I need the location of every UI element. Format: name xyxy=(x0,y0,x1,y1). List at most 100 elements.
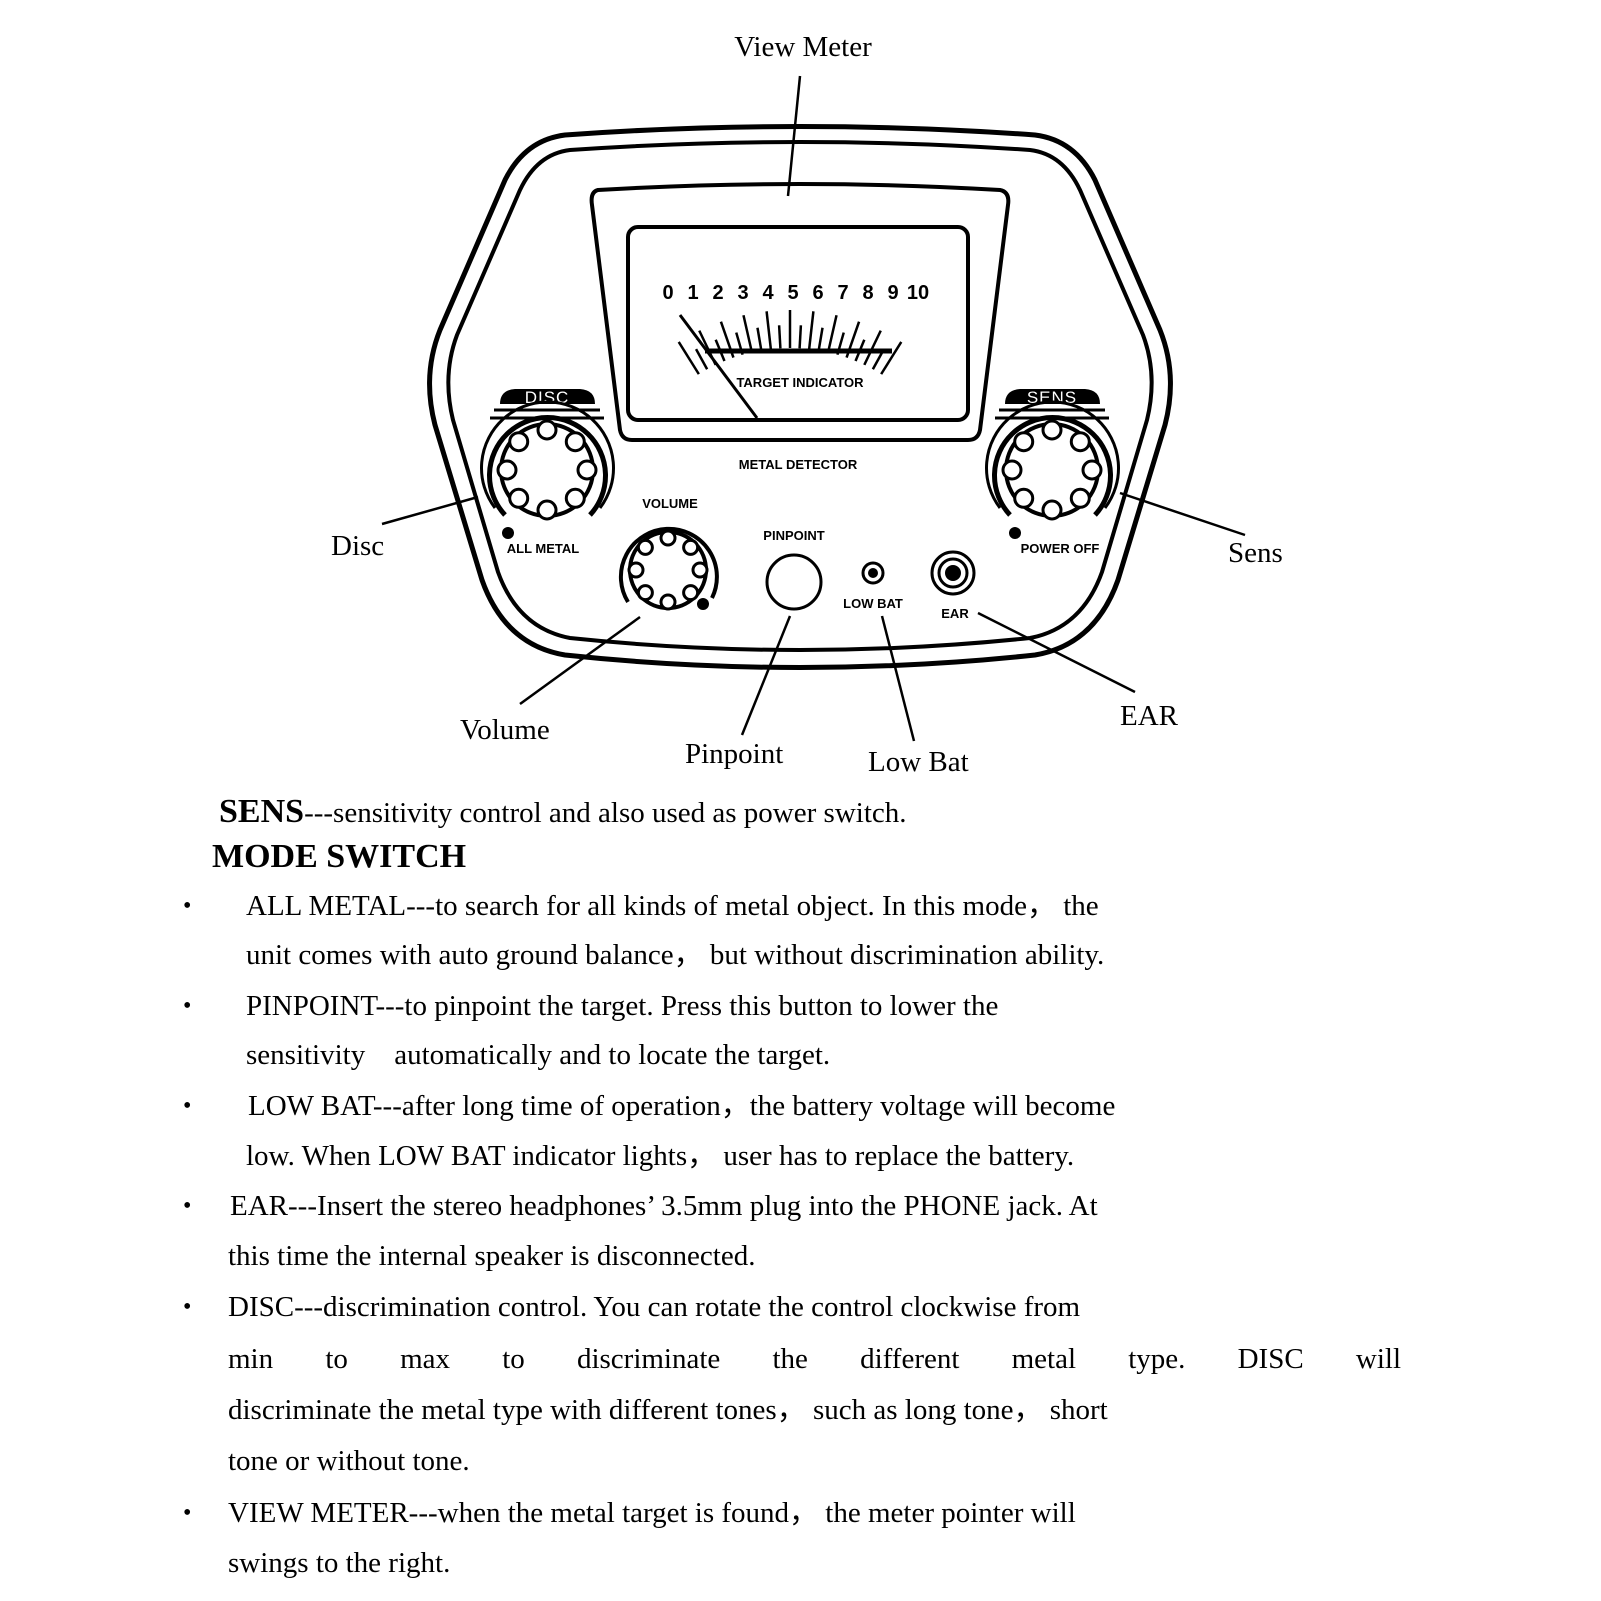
knob-grip-notch xyxy=(1001,459,1023,481)
knob-grip-notch xyxy=(682,584,700,602)
all-metal-dot-icon xyxy=(502,527,514,539)
knob-grip-notch xyxy=(564,487,586,509)
disc-line-3: discriminate the metal type with differe… xyxy=(228,1394,1108,1426)
meter-tick xyxy=(826,314,838,353)
power-off-label: POWER OFF xyxy=(1021,541,1100,556)
knob-grip-notch xyxy=(536,499,558,521)
meter-scale-number: 3 xyxy=(737,282,748,304)
view-meter-line-1: VIEW METER---when the metal target is fo… xyxy=(228,1497,1076,1529)
meter-tick xyxy=(863,330,882,366)
ear-jack-icon[interactable] xyxy=(930,550,976,596)
ear-line-1: EAR---Insert the stereo headphones’ 3.5m… xyxy=(230,1190,1098,1222)
meter-tick xyxy=(777,325,782,349)
volume-max-dot-icon xyxy=(697,598,709,610)
meter-tick xyxy=(694,348,709,370)
meter-scale-number: 0 xyxy=(662,282,673,304)
callout-leader-lines xyxy=(381,75,1246,742)
meter-scale-number: 9 xyxy=(887,282,898,304)
bullet-icon: • xyxy=(183,1193,192,1219)
volume-knob-grip-icon xyxy=(627,529,709,611)
meter-scale-number: 1 xyxy=(687,282,698,304)
ear-line-2: this time the internal speaker is discon… xyxy=(228,1240,756,1272)
meter-scale-number: 8 xyxy=(862,282,873,304)
meter-tick xyxy=(798,325,803,349)
volume-knob[interactable] xyxy=(618,526,719,611)
knob-grip-notch xyxy=(508,487,530,509)
meter-scale-number: 7 xyxy=(837,282,848,304)
knob-grip-notch xyxy=(508,431,530,453)
all-metal-line-1: ALL METAL---to search for all kinds of m… xyxy=(246,890,1099,922)
meter-window xyxy=(626,225,970,422)
knob-grip-notch xyxy=(659,593,677,611)
meter-tick xyxy=(765,311,773,350)
meter-tick xyxy=(742,314,754,353)
volume-callout: Volume xyxy=(460,714,550,746)
meter-scale-number: 5 xyxy=(787,282,798,304)
knob-grip-notch xyxy=(1069,487,1091,509)
knob-grip-notch xyxy=(659,529,677,547)
view-meter-line-2: swings to the right. xyxy=(228,1547,451,1579)
meter-scale-number: 6 xyxy=(812,282,823,304)
meter-tick xyxy=(756,327,763,351)
sens-description-text: ---sensitivity control and also used as … xyxy=(304,797,907,829)
bullet-icon: • xyxy=(183,1093,192,1119)
knob-grip-notch xyxy=(576,459,598,481)
knob-grip-notch xyxy=(1069,431,1091,453)
pinpoint-button[interactable] xyxy=(765,553,823,611)
volume-panel-label: VOLUME xyxy=(642,496,698,511)
knob-grip-notch xyxy=(1013,487,1035,509)
target-indicator-label: TARGET INDICATOR xyxy=(736,375,864,390)
low-bat-callout: Low Bat xyxy=(868,746,969,778)
meter-tick xyxy=(880,341,903,375)
meter-ticks xyxy=(677,310,903,375)
disc-knob-grip-icon xyxy=(496,419,598,521)
pinpoint-line-1: PINPOINT---to pinpoint the target. Press… xyxy=(246,990,999,1022)
knob-grip-notch xyxy=(1013,431,1035,453)
power-off-dot-icon xyxy=(1009,527,1021,539)
all-metal-line-2: unit comes with auto ground balance， but… xyxy=(246,939,1105,971)
sens-term: SENS xyxy=(219,793,305,830)
low-bat-led-icon xyxy=(861,561,885,585)
pinpoint-callout: Pinpoint xyxy=(685,738,783,770)
knob-grip-notch xyxy=(1041,419,1063,441)
disc-knob-cap-icon xyxy=(500,389,595,404)
disc-line-4: tone or without tone. xyxy=(228,1445,470,1477)
sens-callout: Sens xyxy=(1228,537,1283,569)
all-metal-label: ALL METAL xyxy=(507,541,580,556)
mode-switch-heading: MODE SWITCH xyxy=(212,838,467,875)
meter-scale-number: 4 xyxy=(762,282,774,304)
knob-grip-notch xyxy=(636,584,654,602)
low-bat-line-2: low. When LOW BAT indicator lights， user… xyxy=(246,1140,1075,1172)
meter-bezel xyxy=(589,182,1011,442)
bullet-icon: • xyxy=(183,1500,192,1526)
metal-detector-label: METAL DETECTOR xyxy=(739,457,858,472)
housing-outer-outline xyxy=(427,124,1173,670)
low-bat-panel-label: LOW BAT xyxy=(843,596,903,611)
disc-knob[interactable]: DISC xyxy=(480,388,615,539)
knob-grip-notch xyxy=(627,561,645,579)
meter-scale-number: 10 xyxy=(907,282,929,304)
disc-line-1: DISC---discrimination control. You can r… xyxy=(228,1291,1081,1323)
bullet-icon: • xyxy=(183,893,192,919)
knob-grip-notch xyxy=(636,538,654,556)
knob-grip-notch xyxy=(564,431,586,453)
view-meter-callout: View Meter xyxy=(734,31,872,63)
knob-grip-notch xyxy=(691,561,709,579)
ear-panel-label: EAR xyxy=(941,606,969,621)
knob-grip-notch xyxy=(536,419,558,441)
bullet-icon: • xyxy=(183,993,192,1019)
pinpoint-panel-label: PINPOINT xyxy=(763,528,824,543)
knob-grip-notch xyxy=(682,538,700,556)
sens-knob-grip-icon xyxy=(1001,419,1103,521)
sens-knob-cap-icon xyxy=(1005,389,1100,404)
meter-tick xyxy=(817,327,824,351)
description-text: SENS---sensitivity control and also used… xyxy=(0,790,1601,1601)
disc-callout: Disc xyxy=(331,530,384,562)
knob-grip-notch xyxy=(1041,499,1063,521)
low-bat-line-1: LOW BAT---after long time of operation，t… xyxy=(248,1090,1116,1122)
knob-grip-notch xyxy=(496,459,518,481)
sens-knob[interactable]: SENS xyxy=(985,388,1120,539)
sens-description: SENS---sensitivity control and also used… xyxy=(219,795,907,830)
